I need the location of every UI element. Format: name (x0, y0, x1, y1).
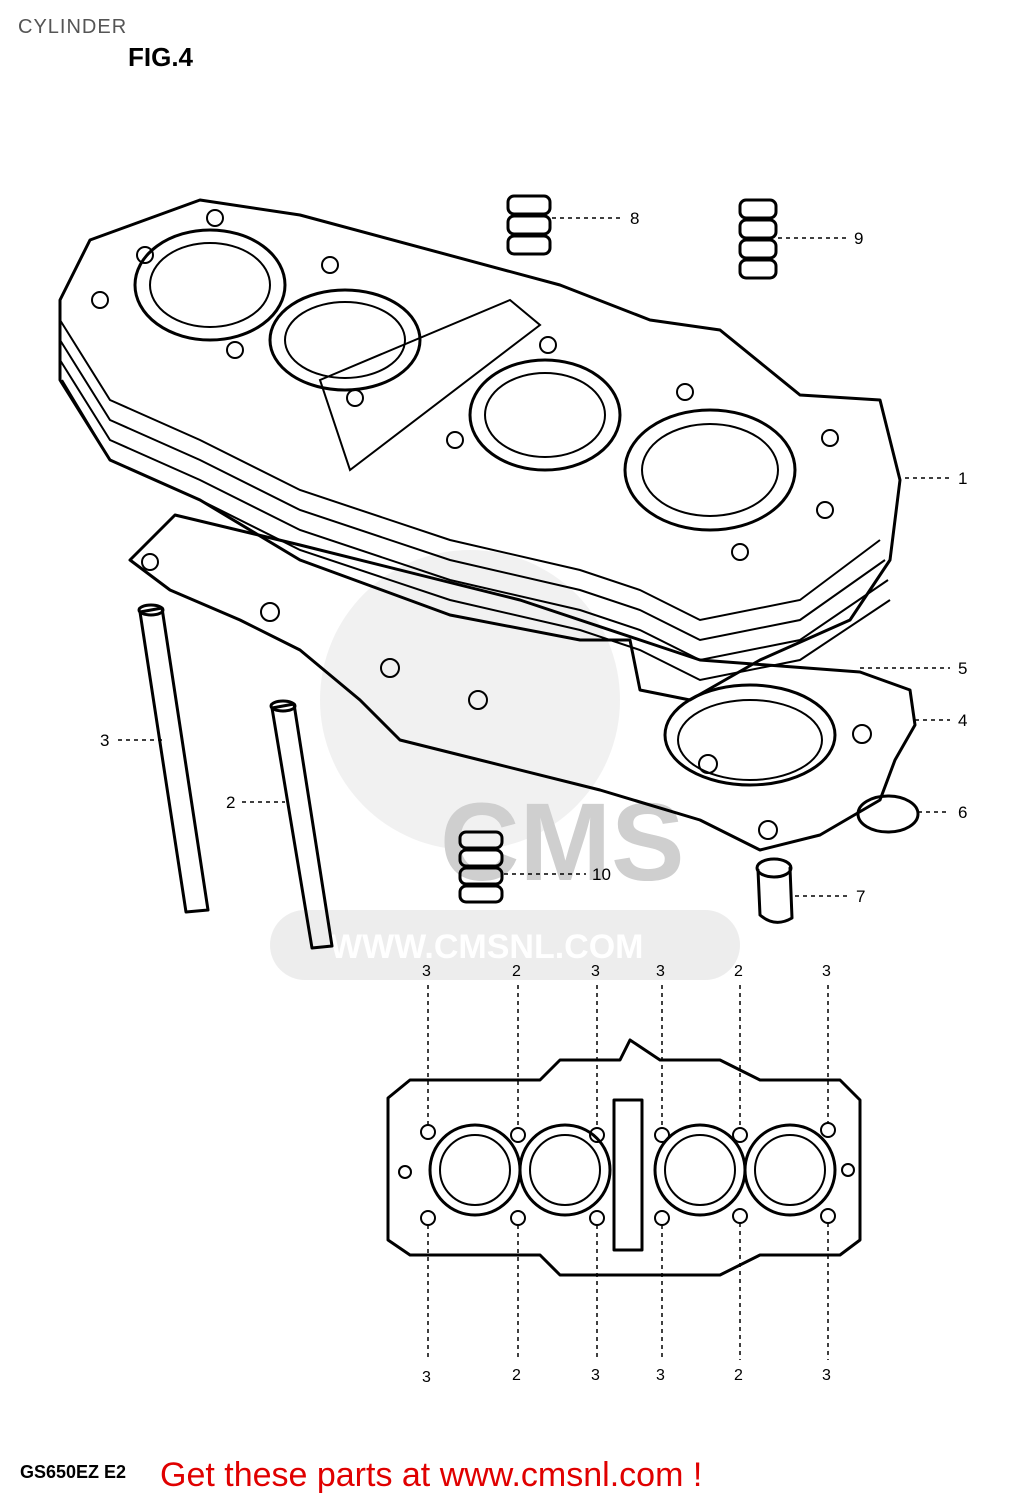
stud-label-bottom-3: 3 (591, 1367, 600, 1384)
stud-label-top-5: 2 (734, 963, 743, 980)
stud-label-top-2: 2 (512, 963, 521, 980)
dowel-pin (755, 857, 794, 924)
stud-label-bottom-2: 2 (512, 1367, 521, 1384)
stud-label-top-6: 3 (822, 963, 831, 980)
o-ring-large (663, 683, 837, 787)
stud-label-bottom-1: 3 (422, 1369, 431, 1386)
stud-short (269, 699, 334, 950)
stud-label-top-3: 3 (591, 963, 600, 980)
callout-10: 10 (592, 865, 611, 884)
callout-2: 2 (226, 793, 235, 812)
callout-5: 5 (958, 659, 967, 678)
cylinder-block (58, 198, 902, 702)
damper-9 (738, 198, 778, 280)
stud-label-top-1: 3 (422, 963, 431, 980)
callout-8: 8 (630, 209, 639, 228)
callout-1: 1 (958, 469, 967, 488)
stud-label-bottom-4: 3 (656, 1367, 665, 1384)
cylinder-base-gasket (128, 513, 917, 852)
damper-10 (458, 830, 504, 904)
stud-label-bottom-5: 2 (734, 1367, 743, 1384)
stud-label-top-4: 3 (656, 963, 665, 980)
watermark-url: WWW.CMSNL.COM (330, 928, 644, 966)
promo-link[interactable]: Get these parts at www.cmsnl.com ! (160, 1456, 703, 1494)
callout-4: 4 (958, 711, 967, 730)
model-code: GS650EZ E2 (20, 1462, 127, 1482)
damper-8 (506, 194, 552, 256)
callout-6: 6 (958, 803, 967, 822)
stud-label-bottom-6: 3 (822, 1367, 831, 1384)
callout-3: 3 (100, 731, 109, 750)
o-ring-small (856, 794, 920, 834)
stud-position-key: 3 2 3 3 2 3 3 2 3 3 2 3 (386, 963, 862, 1386)
callout-7: 7 (856, 887, 865, 906)
figure-label: FIG.4 (128, 42, 194, 72)
exploded-parts-diagram: CMS WWW.CMSNL.COM (58, 194, 967, 1386)
callout-9: 9 (854, 229, 863, 248)
stud-long (137, 603, 210, 914)
page-title: CYLINDER (18, 16, 128, 38)
